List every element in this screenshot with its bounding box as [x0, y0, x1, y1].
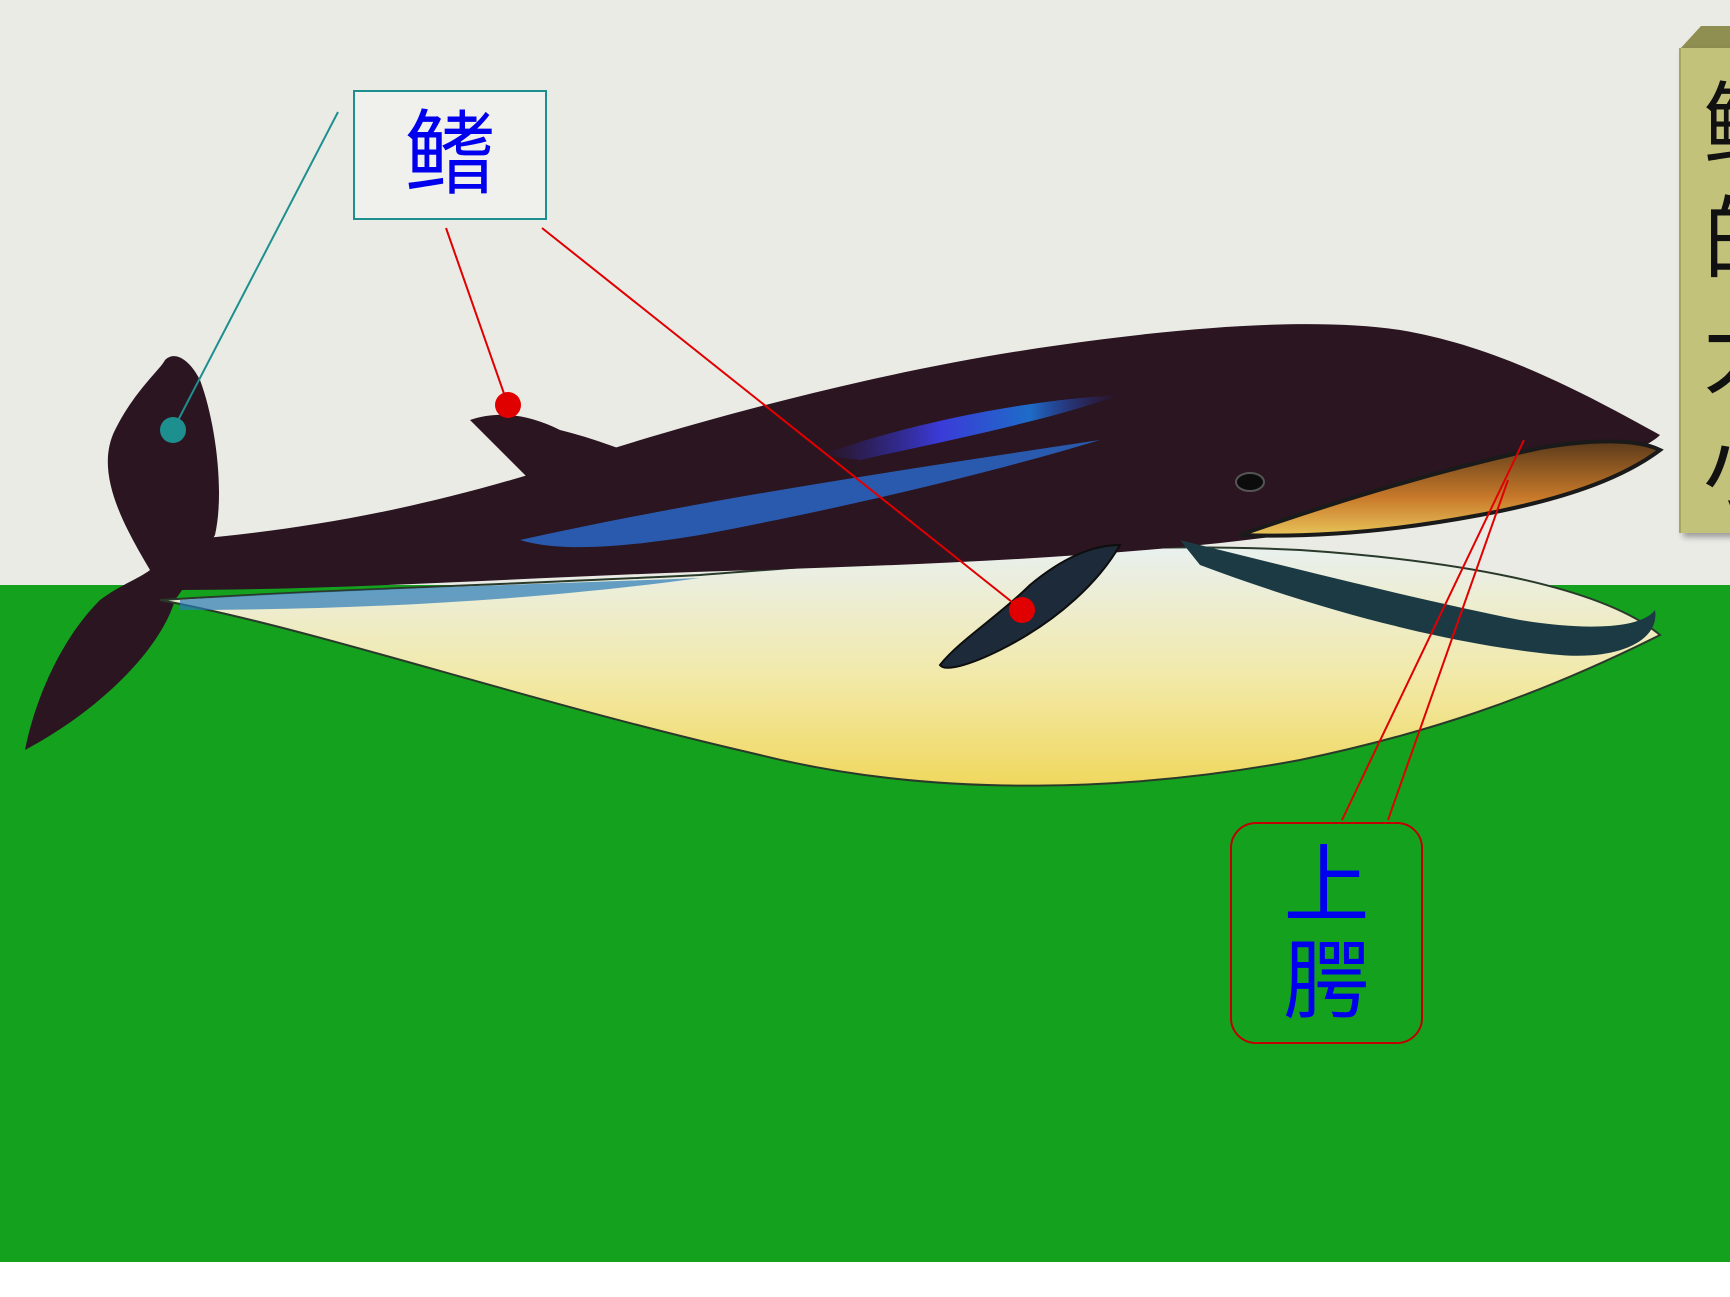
side-title-text: 鲸 的 大 小 [1703, 70, 1730, 526]
upper-palate-label: 上 腭 [1230, 822, 1423, 1044]
upper-palate-label-char-1: 上 [1232, 838, 1421, 934]
leader-dot-tail-fin [160, 417, 186, 443]
side-title-char-2: 的 [1703, 184, 1730, 298]
upper-palate-label-char-2: 腭 [1232, 934, 1421, 1030]
photo-shadow-bottom [0, 1262, 1730, 1297]
leader-dot-dorsal-fin [495, 392, 521, 418]
side-title-char-1: 鲸 [1703, 70, 1730, 184]
side-title-char-4: 小 [1703, 412, 1730, 526]
leader-dot-pectoral-fin [1009, 597, 1035, 623]
whale-eye [1236, 473, 1264, 491]
side-title-panel: 鲸 的 大 小 [1679, 48, 1730, 533]
fin-label: 鳍 [353, 90, 547, 220]
side-title-char-3: 大 [1703, 298, 1730, 412]
